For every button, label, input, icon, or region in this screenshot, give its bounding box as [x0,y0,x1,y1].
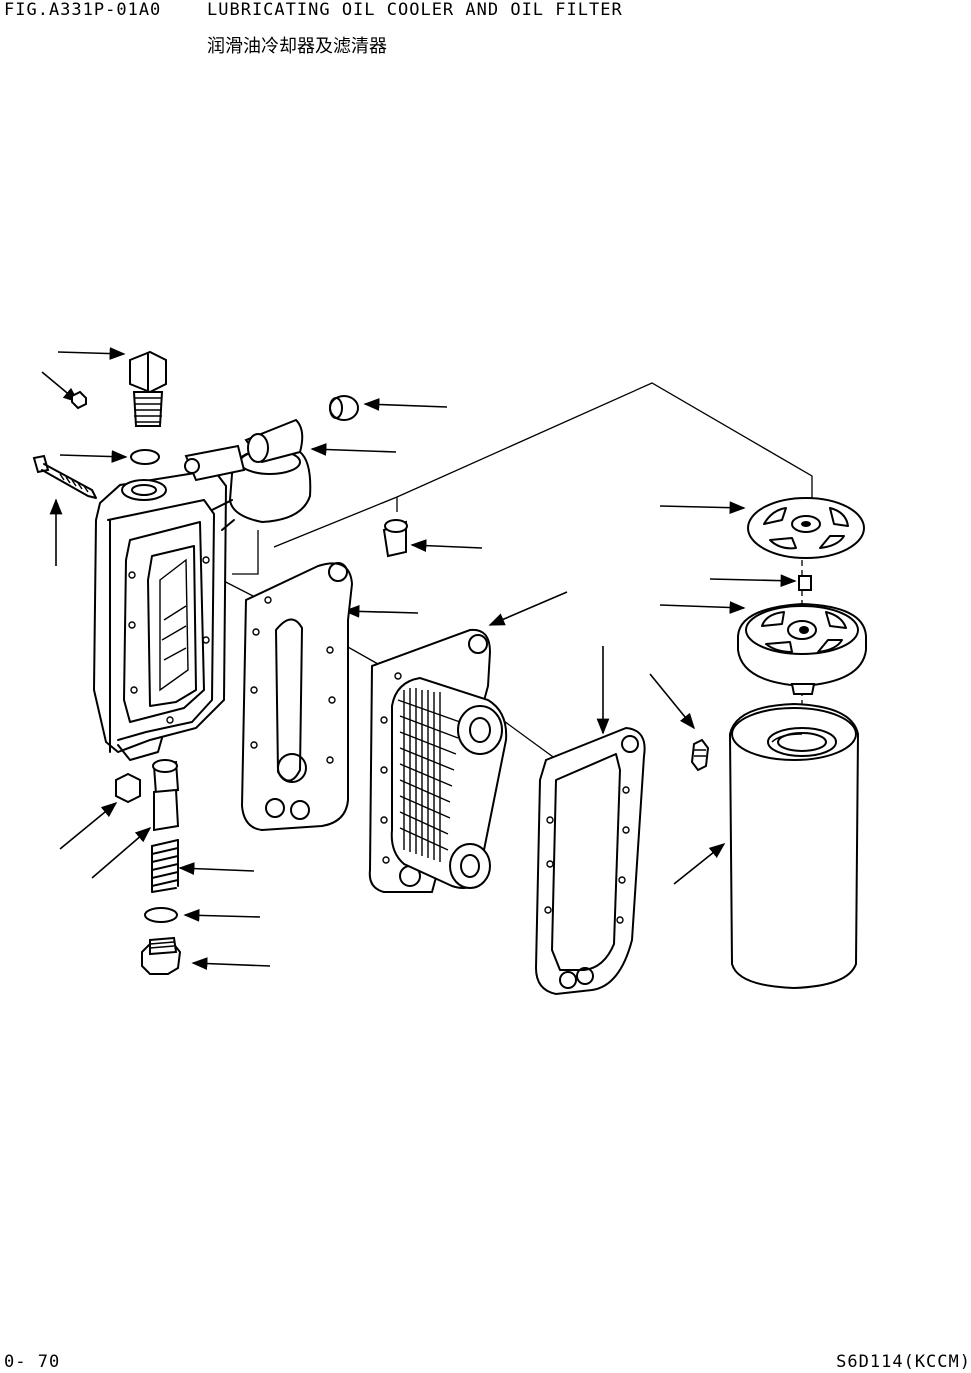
filter-screw [690,738,710,772]
filter-head [737,602,867,695]
filter-plate [747,497,865,559]
leader-arrows [41,347,797,970]
figure-title: LUBRICATING OIL COOLER AND OIL FILTER [207,0,623,20]
small-plug [71,390,87,410]
rear-gasket [534,726,646,996]
cover-gasket [240,562,354,832]
oil-cooler-element [368,628,508,893]
oil-filter-cartridge [728,702,860,990]
long-bolt [32,454,97,499]
dowel-pin [382,519,408,558]
valve-spring [151,839,179,893]
figure-id: FIG.A331P-01A0 [4,0,162,20]
filter-plug [798,575,812,591]
plug-bolt [129,350,167,427]
plug-cap-right [329,395,359,421]
valve-nut [115,772,141,804]
page-number: 0- 70 [4,1352,61,1372]
oil-cooler-cover [92,418,312,761]
figure-title-chinese: 润滑油冷却器及滤清器 [207,36,387,57]
valve-o-ring [144,907,178,923]
valve-plunger [152,759,180,832]
valve-plug [141,936,182,975]
model-code: S6D114(KCCM) [836,1352,971,1372]
o-ring-top [130,449,160,465]
